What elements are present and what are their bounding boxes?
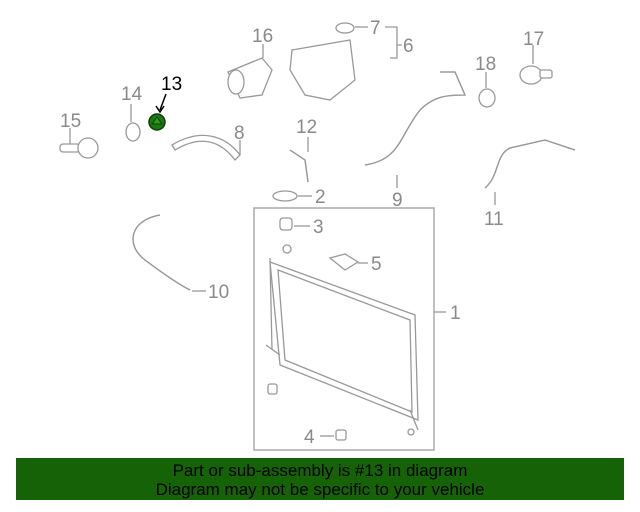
callout-4[interactable]: 4 (304, 427, 315, 448)
part-16-water-outlet[interactable] (227, 57, 273, 99)
part-18-gasket[interactable] (478, 88, 496, 108)
callout-13[interactable]: 13 (161, 74, 182, 95)
callout-10[interactable]: 10 (208, 282, 229, 303)
callout-12[interactable]: 12 (296, 117, 317, 138)
callout-3[interactable]: 3 (313, 217, 324, 238)
part-10-hose[interactable] (132, 214, 191, 291)
banner-line-2: Diagram may not be specific to your vehi… (155, 480, 485, 499)
part-12-hose[interactable] (289, 149, 309, 183)
callout-17[interactable]: 17 (523, 29, 544, 50)
callout-7[interactable]: 7 (370, 18, 381, 39)
part-2[interactable] (272, 190, 298, 202)
callout-16[interactable]: 16 (252, 26, 273, 47)
part-5[interactable] (328, 253, 360, 271)
radiator-group-box (253, 207, 435, 451)
part-13-thermostat[interactable] (148, 113, 166, 131)
part-4-bushing[interactable] (267, 383, 278, 395)
callout-6[interactable]: 6 (403, 36, 414, 57)
callout-1[interactable]: 1 (450, 303, 461, 324)
banner-line-1: Part or sub-assembly is #13 in diagram (172, 461, 468, 480)
part-15-housing[interactable] (59, 137, 99, 159)
part-17-outlet[interactable] (519, 65, 553, 85)
part-4[interactable] (335, 429, 347, 441)
callout-8[interactable]: 8 (234, 123, 245, 144)
info-banner: Part or sub-assembly is #13 in diagram D… (16, 458, 624, 500)
part-14-gasket[interactable] (125, 122, 141, 142)
callout-18[interactable]: 18 (475, 54, 496, 75)
part-8-hose[interactable] (171, 134, 241, 161)
part-11-pipe[interactable] (484, 139, 576, 189)
callout-5[interactable]: 5 (371, 254, 382, 275)
part-9-hose[interactable] (364, 71, 466, 166)
part-6-reservoir[interactable] (289, 22, 356, 101)
callout-11[interactable]: 11 (484, 209, 504, 230)
part-1-radiator[interactable] (265, 244, 419, 436)
callout-15[interactable]: 15 (60, 111, 81, 132)
callout-14[interactable]: 14 (121, 84, 143, 105)
callout-9[interactable]: 9 (392, 190, 403, 211)
part-3[interactable] (279, 217, 293, 231)
callout-2[interactable]: 2 (315, 187, 326, 208)
